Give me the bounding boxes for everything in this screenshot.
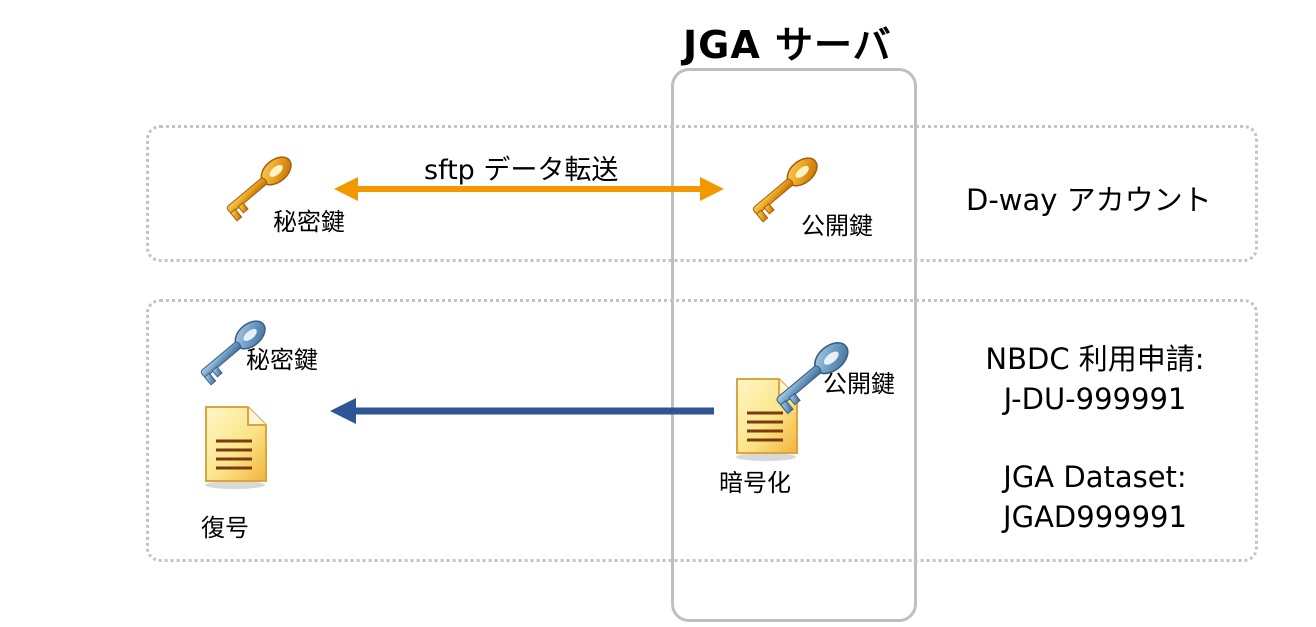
encryption-label: 暗号化 xyxy=(719,469,791,497)
row1-public-key-label: 公開鍵 xyxy=(801,212,873,240)
jga-server-box xyxy=(671,68,917,622)
sftp-transfer-label: sftp データ転送 xyxy=(424,155,619,186)
nbdc-application-label: NBDC 利用申請: xyxy=(985,342,1205,376)
nbdc-application-id: J-DU-999991 xyxy=(1003,382,1187,416)
key-icon xyxy=(776,341,849,415)
jga-dataset-label: JGA Dataset: xyxy=(1003,460,1187,494)
dway-account-label: D-way アカウント xyxy=(966,183,1212,217)
diagram-title-container: JGA サーバ xyxy=(0,14,1316,67)
key-icon xyxy=(226,156,292,222)
row1-private-key-label: 秘密鍵 xyxy=(273,208,345,236)
dway-account-row xyxy=(146,125,1258,262)
key-icon xyxy=(200,320,266,386)
document-icon xyxy=(205,406,267,489)
key-icon xyxy=(752,157,818,223)
jga-dataset-id: JGAD999991 xyxy=(1003,500,1187,534)
server-title: JGA サーバ xyxy=(683,23,892,67)
nbdc-application-row xyxy=(146,299,1258,562)
sftp-transfer-arrow xyxy=(334,177,724,201)
spacer xyxy=(930,419,1260,457)
nbdc-info: NBDC 利用申請: J-DU-999991 JGA Dataset: JGAD… xyxy=(930,339,1260,537)
row2-private-key-label: 秘密鍵 xyxy=(246,346,318,374)
row2-public-key-label: 公開鍵 xyxy=(823,370,895,398)
encrypted-data-arrow xyxy=(330,398,714,424)
decryption-label: 復号 xyxy=(201,514,249,542)
